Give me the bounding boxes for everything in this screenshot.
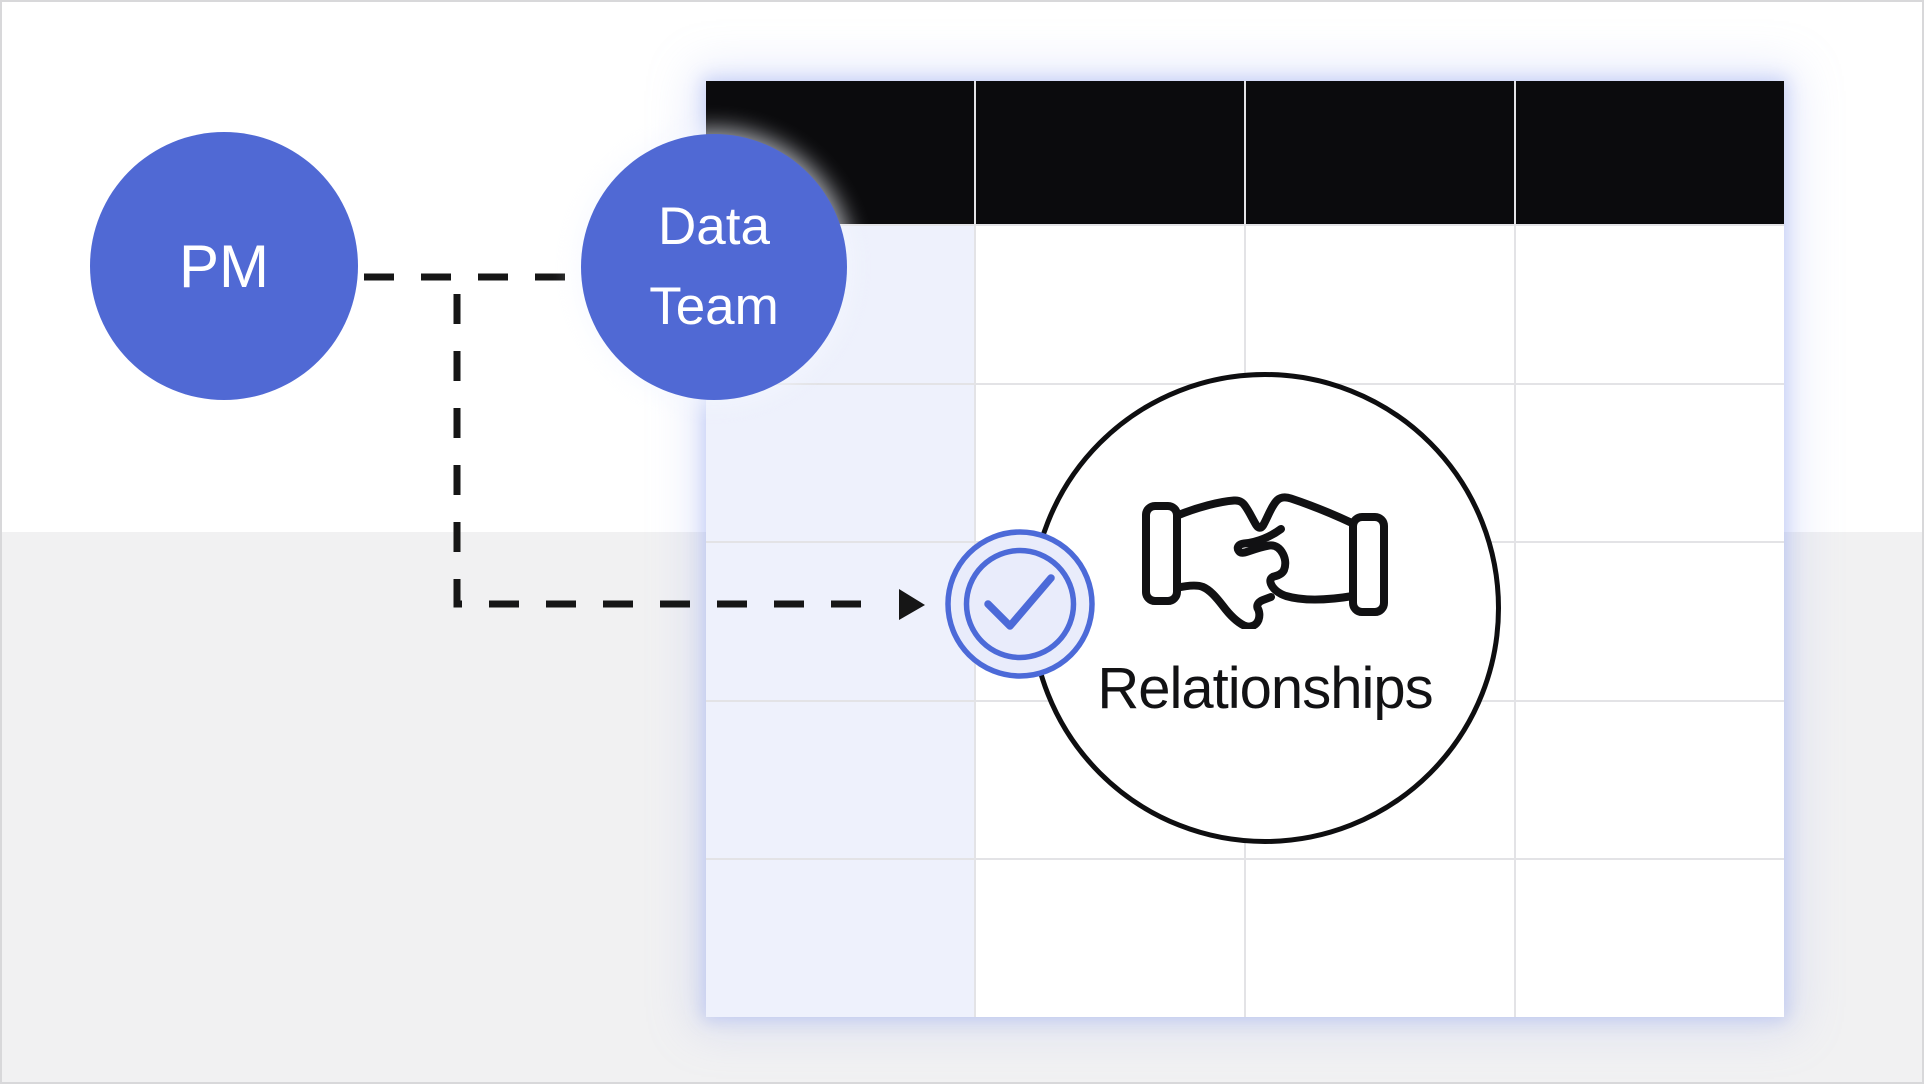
table-cell xyxy=(706,543,974,700)
node-pm-label-text: PM xyxy=(179,232,269,300)
checkmark-icon xyxy=(984,574,1055,630)
node-data-team-line1: Data xyxy=(658,197,770,256)
table-cell xyxy=(706,860,974,1017)
table-header-cell xyxy=(976,81,1244,224)
node-pm: PM xyxy=(90,132,358,400)
table-header-cell xyxy=(1516,81,1784,224)
table-cell xyxy=(706,384,974,542)
table-cell xyxy=(1516,384,1784,542)
table-cell xyxy=(1516,860,1784,1017)
table-cell xyxy=(1246,226,1514,383)
check-badge-outer-ring xyxy=(945,529,1095,679)
table-cell xyxy=(706,701,974,859)
relationships-label: Relationships xyxy=(1097,656,1433,721)
table-cell xyxy=(976,226,1244,383)
table-cell xyxy=(1246,860,1514,1017)
table-cell xyxy=(1516,701,1784,859)
table-header-cell xyxy=(1246,81,1514,224)
table-cell xyxy=(1516,543,1784,700)
check-badge xyxy=(945,529,1095,679)
relationships-circle: Relationships xyxy=(1029,372,1501,844)
check-badge-inner-ring xyxy=(963,547,1077,661)
handshake-icon xyxy=(1142,493,1388,629)
table-cell xyxy=(976,860,1244,1017)
node-data-team-line2: Team xyxy=(649,277,779,336)
node-data-team: Data Team xyxy=(581,134,847,400)
table-cell xyxy=(1516,226,1784,383)
